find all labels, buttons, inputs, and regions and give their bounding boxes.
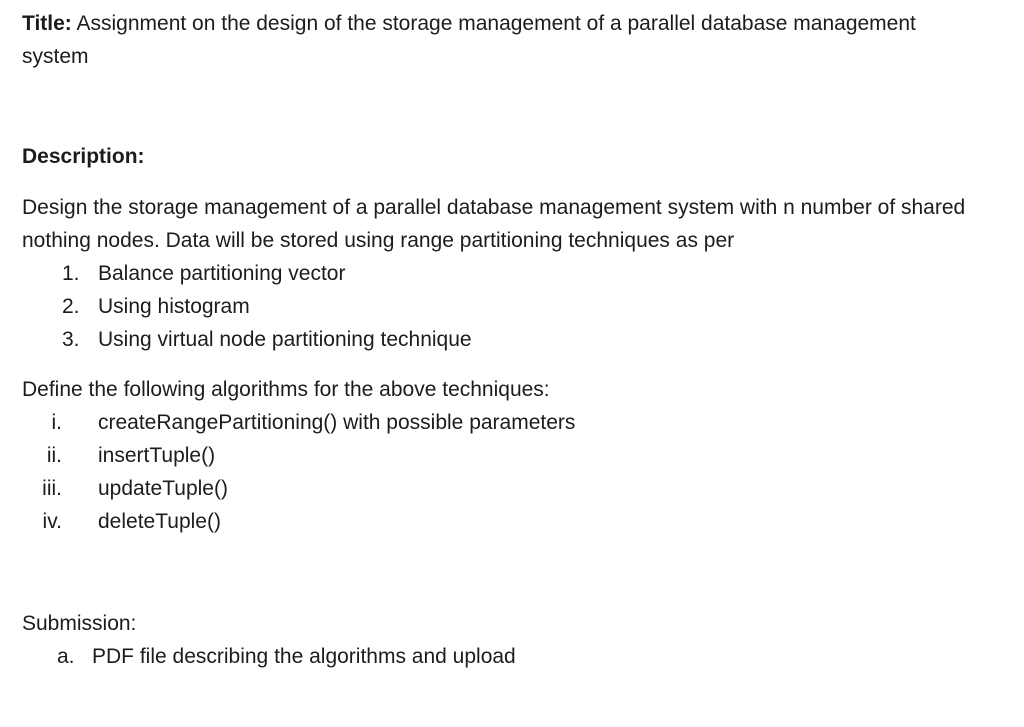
title-label: Title: bbox=[22, 12, 72, 35]
algorithm-item-i: i. createRangePartitioning() with possib… bbox=[22, 406, 1004, 439]
list-marker: 2. bbox=[62, 295, 80, 318]
submission-item-a: a. PDF file describing the algorithms an… bbox=[22, 640, 1004, 673]
list-item-text: PDF file describing the algorithms and u… bbox=[92, 645, 516, 668]
submission-heading: Submission: bbox=[22, 612, 137, 635]
list-item-text: Balance partitioning vector bbox=[98, 262, 346, 285]
list-item-text: Using virtual node partitioning techniqu… bbox=[98, 328, 472, 351]
list-marker: ii. bbox=[46, 444, 62, 467]
list-item-text: Using histogram bbox=[98, 295, 250, 318]
algorithm-item-ii: ii. insertTuple() bbox=[22, 439, 1004, 472]
technique-item-3: 3. Using virtual node partitioning techn… bbox=[22, 323, 1004, 356]
technique-item-1: 1. Balance partitioning vector bbox=[22, 257, 1004, 290]
algorithm-item-iii: iii. updateTuple() bbox=[22, 472, 1004, 505]
list-marker: i. bbox=[51, 411, 63, 434]
list-item-text: updateTuple() bbox=[98, 477, 228, 500]
list-marker: 1. bbox=[62, 262, 80, 285]
list-item-text: deleteTuple() bbox=[98, 510, 221, 533]
description-intro: Design the storage management of a paral… bbox=[22, 196, 966, 252]
list-marker: iii. bbox=[42, 477, 62, 500]
algorithm-item-iv: iv. deleteTuple() bbox=[22, 505, 1004, 538]
submission-list: a. PDF file describing the algorithms an… bbox=[22, 640, 1004, 673]
list-marker: 3. bbox=[62, 328, 80, 351]
list-marker: iv. bbox=[42, 510, 62, 533]
techniques-list: 1. Balance partitioning vector 2. Using … bbox=[22, 257, 1004, 356]
list-marker: a. bbox=[57, 645, 75, 668]
description-heading: Description: bbox=[22, 145, 145, 168]
technique-item-2: 2. Using histogram bbox=[22, 290, 1004, 323]
list-item-text: createRangePartitioning() with possible … bbox=[98, 411, 576, 434]
list-item-text: insertTuple() bbox=[98, 444, 216, 467]
title-paragraph: Title: Assignment on the design of the s… bbox=[22, 7, 982, 73]
algorithms-intro: Define the following algorithms for the … bbox=[22, 378, 550, 401]
title-text: Assignment on the design of the storage … bbox=[22, 12, 916, 68]
algorithms-list: i. createRangePartitioning() with possib… bbox=[22, 406, 1004, 538]
